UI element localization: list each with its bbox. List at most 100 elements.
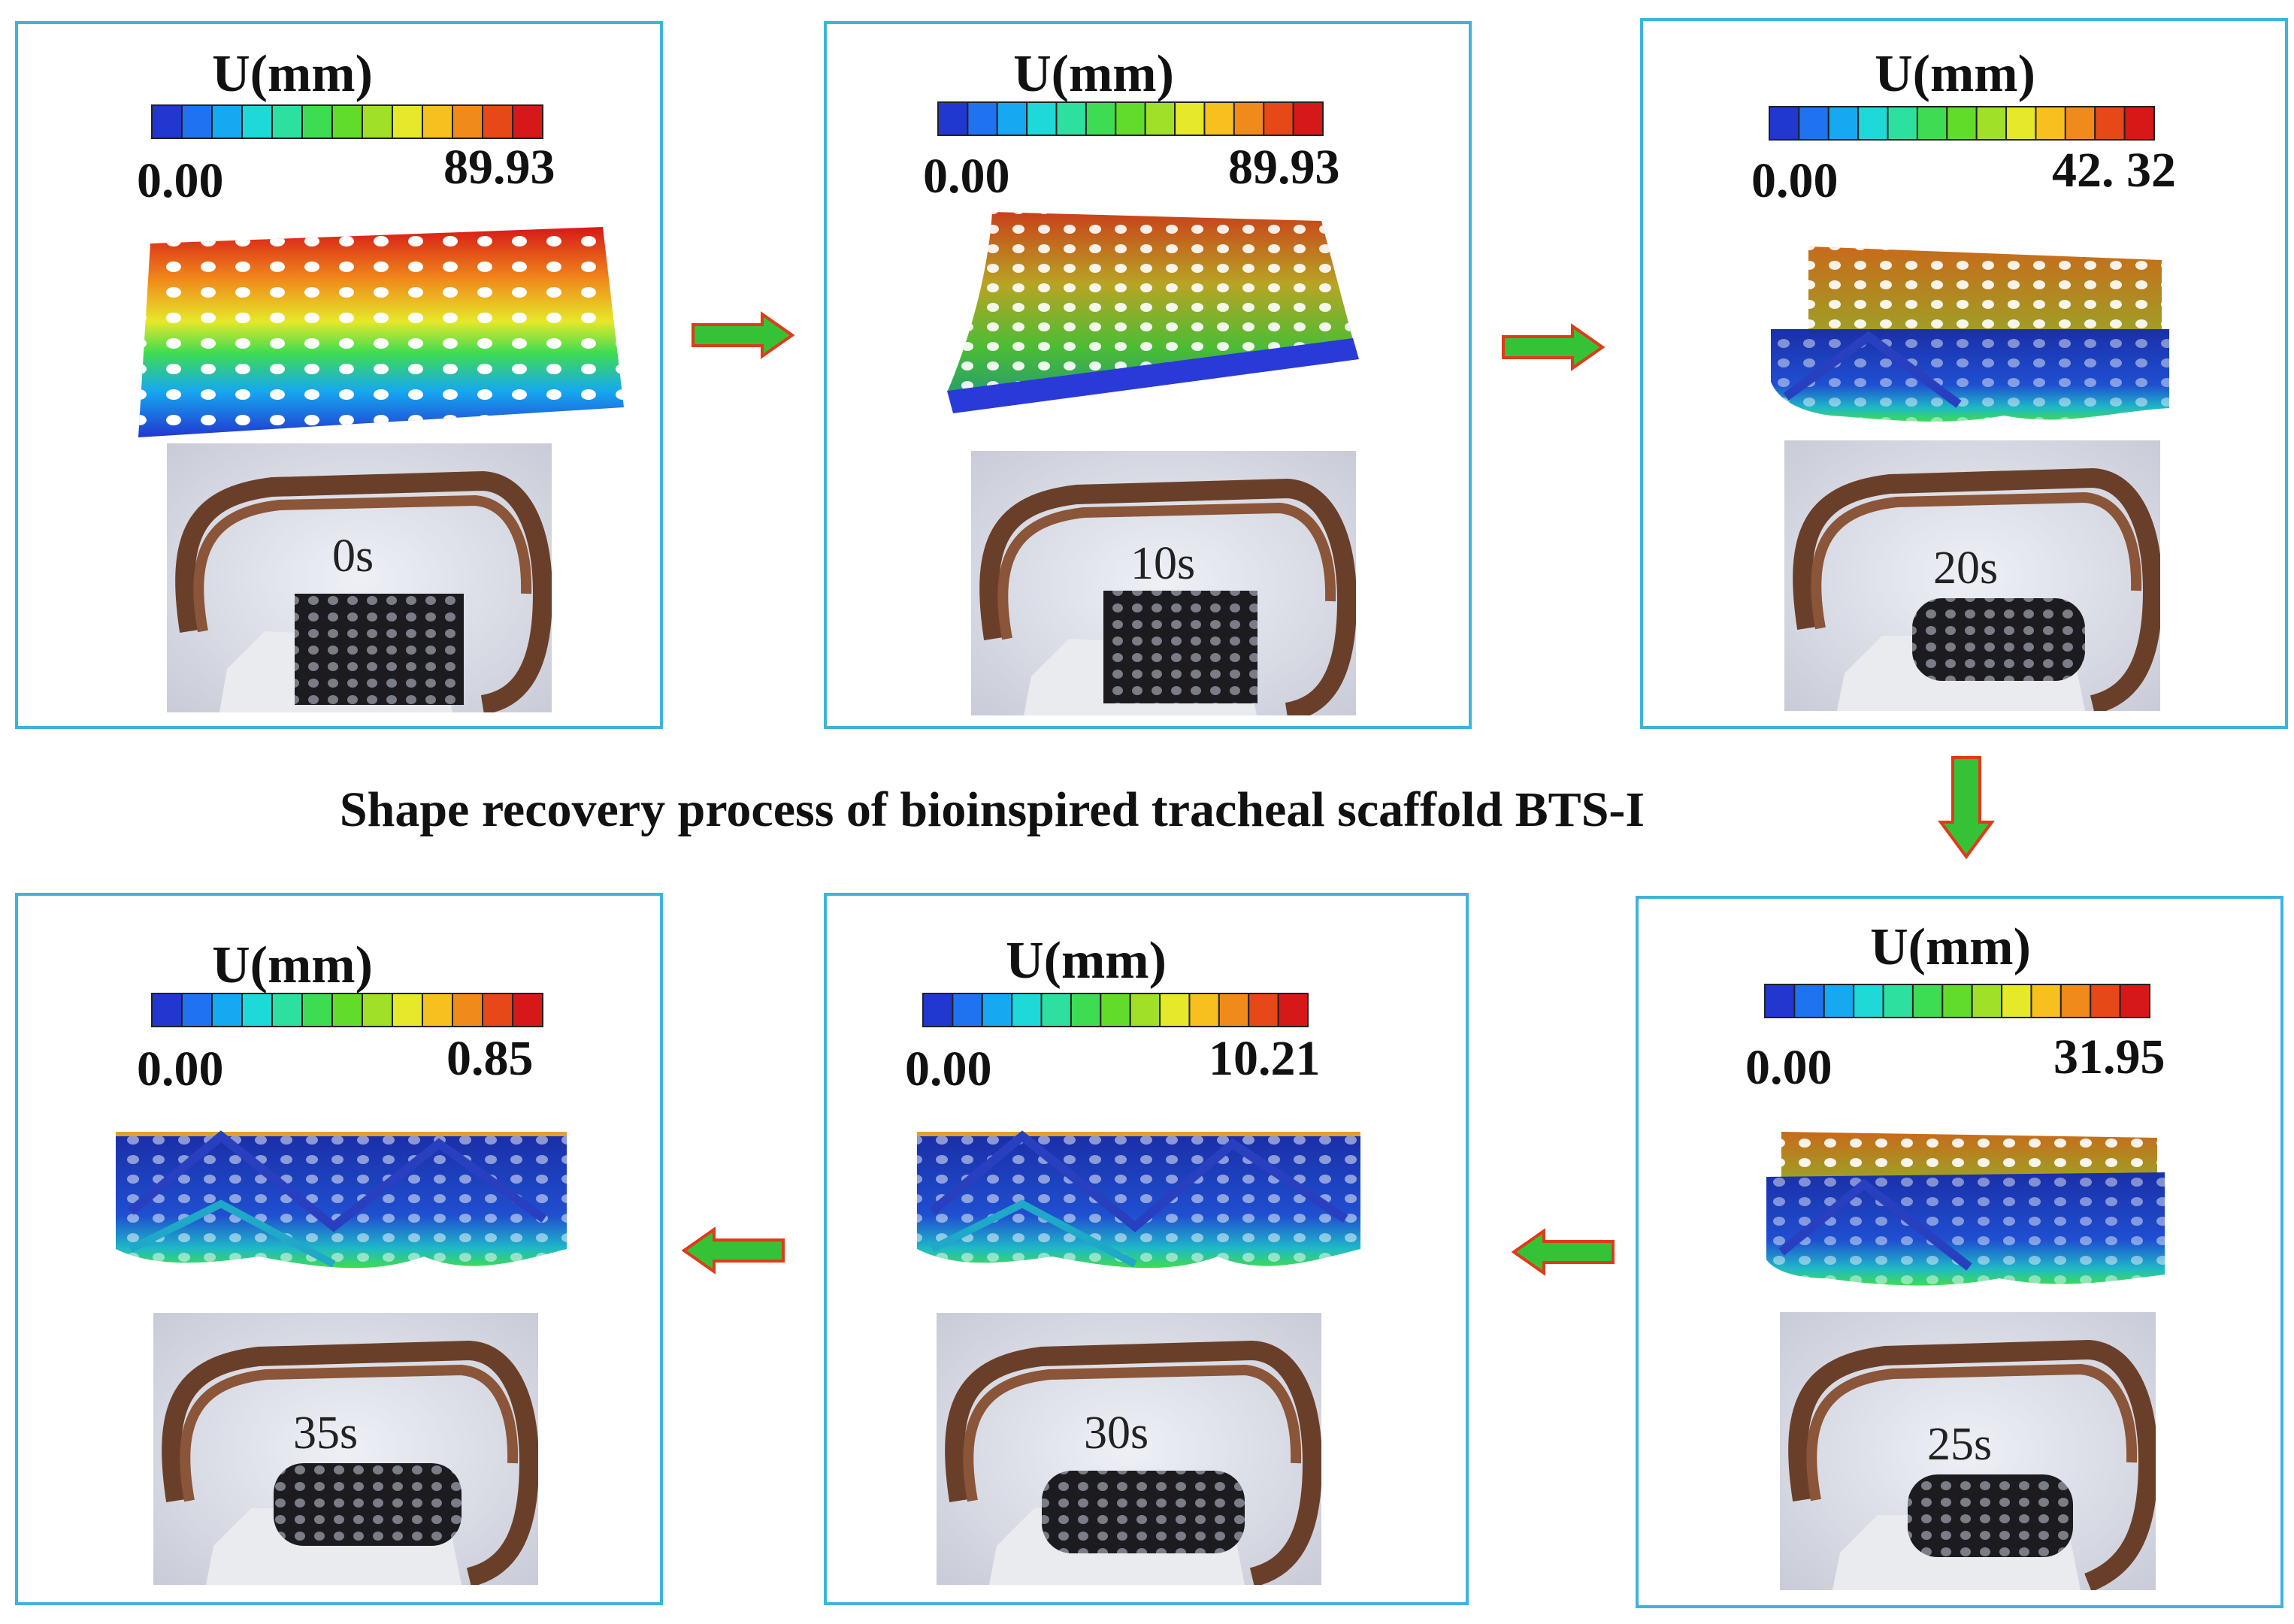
colorbar-swatch [1975,106,2008,141]
arrow-down-icon [1938,756,1995,860]
colorbar-swatch [301,104,333,139]
colorbar-swatch [1129,993,1161,1027]
colorbar-swatch [1769,106,1800,141]
colorbar-swatch [181,104,213,139]
time-label: 20s [1933,543,1998,594]
colorbar-swatch [1798,106,1829,141]
colorbar-swatch [967,101,998,136]
colorbar-swatch [271,104,303,139]
colorbar-swatch [1263,101,1294,136]
colorbar-min: 0.00 [1745,1040,1832,1095]
colorbar-swatch [1248,993,1279,1027]
colorbar-swatch [1218,993,1250,1027]
fem-full-tube [917,1130,1360,1269]
colorbar-title: U(mm) [1870,918,2031,976]
colorbar-swatch [2059,984,2092,1018]
arrow-right-icon [692,311,795,359]
colorbar-swatch [181,993,213,1027]
colorbar-swatch [362,993,393,1027]
colorbar-swatch [922,993,954,1027]
colorbar-swatch [2094,106,2126,141]
panel-35s: U(mm) 0.00 0.85 35s [15,893,663,1605]
colorbar-title: U(mm) [1013,45,1174,103]
colorbar-swatch [1174,101,1206,136]
colorbar-swatch [1946,106,1978,141]
colorbar-swatch [422,104,453,139]
fem-closing-tube [1766,1132,2165,1286]
arrow-right-icon [1502,323,1605,371]
panel-10s: U(mm) 0.00 89.93 10s [824,21,1472,729]
fem-flat-sheet [138,227,624,437]
colorbar-swatch [1233,101,1265,136]
colorbar-swatch [482,993,513,1027]
figure-caption: Shape recovery process of bioinspired tr… [339,782,1645,837]
colorbar-swatch [1827,106,1860,141]
colorbar-swatch [211,993,243,1027]
colorbar-swatch [2123,106,2155,141]
colorbar-title: U(mm) [1875,45,2035,103]
colorbar-swatch [241,104,273,139]
colorbar-swatch [392,993,423,1027]
time-label: 0s [332,531,374,582]
colorbar-swatch [151,104,183,139]
time-label: 35s [293,1408,358,1459]
colorbar-swatch [482,104,513,139]
colorbar-min: 0.00 [923,149,1010,204]
arrow-left-icon [1511,1228,1615,1276]
fem-full-tube [116,1130,567,1269]
colorbar-swatch [1971,984,2003,1018]
colorbar-swatch [1026,101,1058,136]
panel-20s: U(mm) 0.00 42. 32 20s [1640,18,2288,729]
time-label: 25s [1927,1419,1992,1470]
colorbar-swatch [211,104,243,139]
colorbar-swatch [151,993,183,1027]
colorbar-title: U(mm) [212,936,373,994]
colorbar-swatch [2119,984,2150,1018]
colorbar-swatch [1882,984,1914,1018]
colorbar-swatch [952,993,983,1027]
colorbar-swatch [452,993,483,1027]
colorbar-swatch [1011,993,1043,1027]
colorbar [1769,106,2155,141]
panel-30s: U(mm) 0.00 10.21 30s [824,893,1469,1605]
colorbar-swatch [1764,984,1796,1018]
colorbar [151,993,543,1027]
colorbar-max: 10.21 [1209,1031,1321,1086]
colorbar-swatch [937,101,969,136]
colorbar-swatch [331,993,363,1027]
colorbar-max: 89.93 [1228,140,1340,195]
experiment-photo: 35s [153,1313,538,1585]
colorbar-swatch [981,993,1013,1027]
experiment-photo: 25s [1780,1312,2156,1590]
colorbar-swatch [1085,101,1117,136]
colorbar-min: 0.00 [905,1042,992,1096]
colorbar [937,101,1324,136]
colorbar-swatch [1188,993,1220,1027]
colorbar-max: 31.95 [2053,1030,2165,1084]
colorbar-title: U(mm) [1006,932,1167,990]
colorbar-min: 0.00 [1751,153,1839,208]
arrow-left-icon [681,1226,785,1275]
colorbar-swatch [301,993,333,1027]
colorbar-min: 0.00 [137,153,224,208]
experiment-photo: 20s [1784,440,2160,711]
colorbar-min: 0.00 [137,1042,224,1096]
time-label: 30s [1084,1408,1149,1459]
colorbar-swatch [1941,984,1973,1018]
colorbar-swatch [1277,993,1309,1027]
colorbar-title: U(mm) [212,45,373,103]
experiment-photo: 0s [167,443,552,712]
colorbar-swatch [241,993,273,1027]
colorbar-swatch [1292,101,1324,136]
fem-half-tube [1771,246,2169,422]
experiment-photo: 10s [971,451,1356,715]
colorbar-max: 42. 32 [2052,143,2176,198]
colorbar-swatch [1100,993,1131,1027]
colorbar-swatch [2064,106,2096,141]
colorbar-swatch [362,104,393,139]
colorbar-swatch [271,993,303,1027]
fem-rising-sheet [947,212,1359,413]
time-label: 10s [1130,538,1195,589]
colorbar-swatch [512,104,543,139]
colorbar-swatch [1857,106,1889,141]
